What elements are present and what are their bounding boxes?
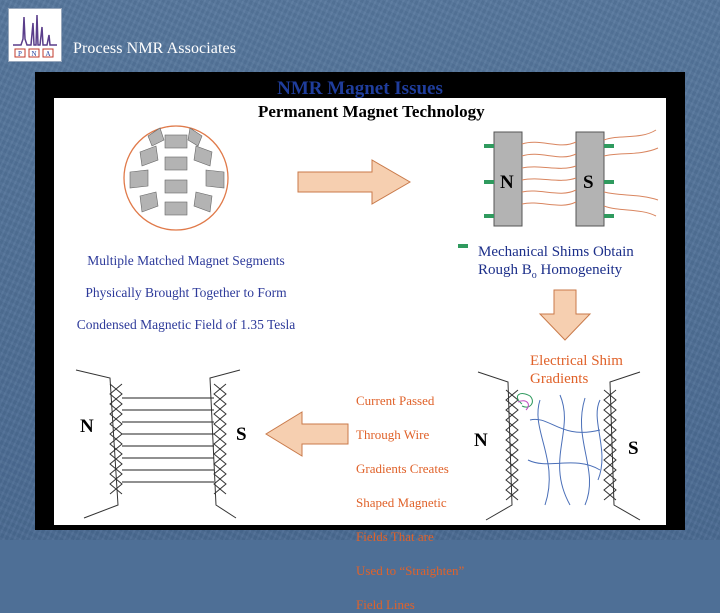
electrical-shim-caption: Electrical Shim Gradients [530, 352, 623, 388]
slide-subtitle: Permanent Magnet Technology [258, 102, 485, 121]
magnet-ring-icon [123, 125, 229, 231]
pole-n-bottom-left: N [80, 416, 94, 437]
company-logo: P N A [8, 8, 62, 62]
pole-s-bottom-left: S [236, 424, 247, 445]
current-caption-line: Shaped Magnetic [356, 495, 447, 510]
mechanical-line-1: Mechanical Shims Obtain [478, 244, 634, 260]
slide-title: NMR Magnet Issues [277, 78, 443, 99]
mechanical-line-2a: Rough B [478, 262, 532, 278]
shim-coil-icon [75, 369, 241, 519]
segments-caption-line: Condensed Magnetic Field of 1.35 Tesla [76, 317, 296, 332]
segments-caption: Multiple Matched Magnet Segments Physica… [68, 237, 304, 333]
logo-letter-p: P [18, 50, 22, 58]
pole-s-top: S [583, 172, 594, 193]
b-zero-subscript: o [531, 270, 537, 281]
permanent-magnet-top [458, 129, 659, 248]
current-caption-line: Gradients Creates [356, 461, 449, 476]
pole-n-top: N [500, 172, 514, 193]
logo-icon: P N A [13, 14, 57, 58]
logo-letter-n: N [31, 50, 36, 58]
segments-caption-line: Multiple Matched Magnet Segments [87, 253, 285, 268]
arrow-right-icon [297, 159, 411, 205]
arrow-left-icon [265, 411, 349, 457]
electrical-line-1: Electrical Shim [530, 353, 623, 369]
pole-n-bottom-right: N [474, 430, 488, 451]
current-caption: Current Passed Through Wire Gradients Cr… [356, 375, 464, 613]
electrical-line-2: Gradients [530, 371, 589, 387]
current-caption-line: Current Passed [356, 393, 435, 408]
shim-coil-icon [477, 371, 641, 521]
mechanical-shims-caption: Mechanical Shims Obtain Rough Bo Homogen… [478, 243, 634, 285]
current-caption-line: Through Wire [356, 427, 430, 442]
mechanical-line-2b: Homogeneity [536, 262, 623, 278]
current-caption-line: Fields That are [356, 529, 434, 544]
diagram [75, 125, 659, 521]
current-caption-line: Used to “Straighten” [356, 563, 465, 578]
arrow-down-icon [538, 289, 592, 341]
segments-caption-line: Physically Brought Together to Form [85, 285, 287, 300]
logo-letter-a: A [45, 50, 50, 58]
brand-name: Process NMR Associates [73, 40, 237, 57]
current-caption-line: Field Lines [356, 597, 415, 612]
pole-s-bottom-right: S [628, 438, 639, 459]
